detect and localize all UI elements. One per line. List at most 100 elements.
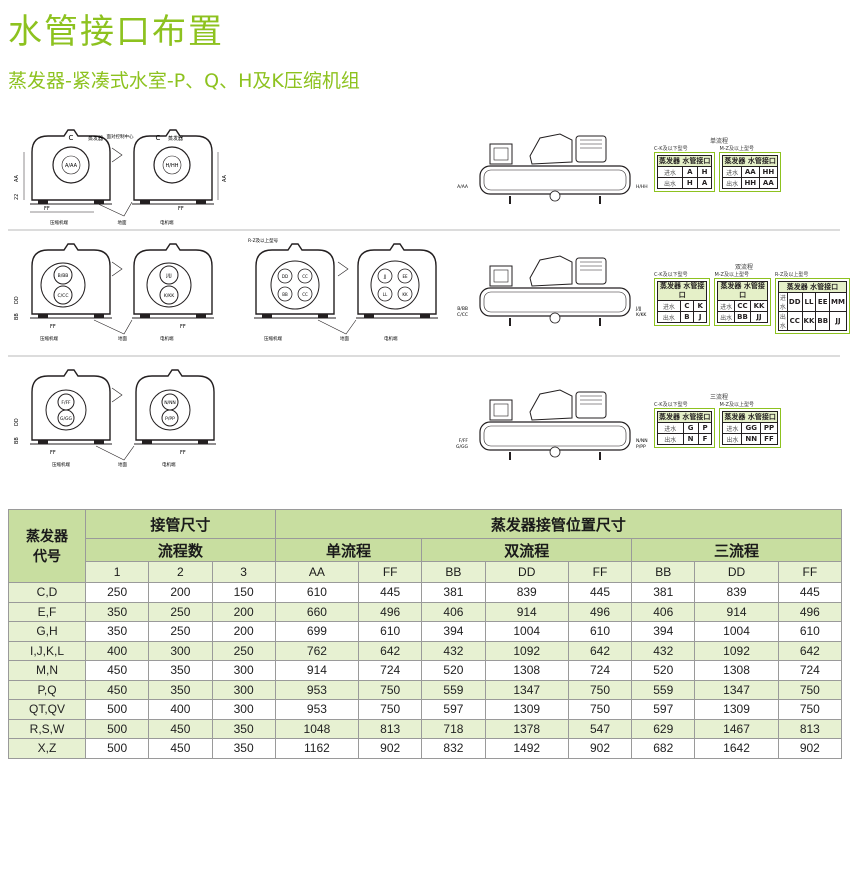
- value-cell: 250: [211, 640, 276, 661]
- leaf-header: 2: [148, 561, 213, 583]
- row3-diagrams: F/FF G/GG N/NN P/PP 压缩机端 地面 电机端 DD BB FF…: [14, 369, 648, 468]
- value-cell: 642: [777, 640, 843, 661]
- value-cell: 250: [84, 582, 150, 603]
- value-cell: 610: [567, 621, 633, 642]
- value-cell: 718: [421, 718, 486, 739]
- svg-text:电机端: 电机端: [384, 335, 398, 342]
- svg-text:电机端: 电机端: [162, 461, 176, 468]
- value-cell: 500: [84, 699, 150, 720]
- value-cell: 750: [777, 679, 843, 700]
- value-cell: 953: [274, 699, 360, 720]
- value-cell: 496: [567, 601, 633, 622]
- value-cell: 1309: [694, 699, 779, 720]
- evaporator-code-cell: P,Q: [8, 679, 86, 700]
- leaf-header: AA: [274, 561, 360, 583]
- svg-text:BB: BB: [14, 437, 20, 444]
- svg-text:BB: BB: [14, 313, 20, 320]
- value-cell: 914: [484, 601, 569, 622]
- svg-text:FF: FF: [180, 450, 186, 456]
- svg-text:AA: AA: [222, 174, 228, 182]
- value-cell: 500: [84, 718, 150, 739]
- value-cell: 496: [358, 601, 423, 622]
- svg-text:G/GG: G/GG: [60, 416, 72, 422]
- value-cell: 300: [211, 660, 276, 681]
- svg-text:电机端: 电机端: [160, 335, 174, 342]
- page-title: 水管接口布置: [8, 12, 224, 52]
- svg-text:B/BB: B/BB: [457, 306, 468, 312]
- value-cell: 597: [631, 699, 696, 720]
- value-cell: 629: [631, 718, 696, 739]
- value-cell: 406: [421, 601, 486, 622]
- svg-text:F/FF: F/FF: [459, 438, 469, 444]
- value-cell: 750: [777, 699, 843, 720]
- evaporator-code-cell: QT,QV: [8, 699, 86, 720]
- value-cell: 914: [694, 601, 779, 622]
- svg-text:FF: FF: [180, 324, 186, 330]
- svg-text:H/HH: H/HH: [636, 184, 648, 190]
- leaf-header: DD: [694, 561, 779, 583]
- svg-text:蒸发器: 蒸发器: [88, 135, 103, 142]
- svg-text:R-Z及以上型号: R-Z及以上型号: [248, 237, 279, 244]
- svg-text:C/CC: C/CC: [58, 293, 69, 299]
- value-cell: 1048: [274, 718, 360, 739]
- value-cell: 394: [421, 621, 486, 642]
- dimension-table: 蒸发器 代号 接管尺寸 蒸发器接管位置尺寸 流程数 单流程 双流程 三流程 1 …: [8, 509, 843, 759]
- leaf-header: FF: [358, 561, 423, 583]
- value-cell: 520: [421, 660, 486, 681]
- value-cell: 559: [631, 679, 696, 700]
- value-cell: 400: [148, 699, 213, 720]
- value-cell: 1004: [484, 621, 569, 642]
- svg-text:EE: EE: [402, 274, 408, 279]
- value-cell: 1642: [694, 738, 779, 759]
- piping-diagrams: A/AA C 蒸发器 H/HH C 蒸发器 面对控制中心 地面 压缩机端 电机端…: [8, 129, 840, 468]
- svg-text:DD: DD: [14, 296, 20, 304]
- value-cell: 432: [631, 640, 696, 661]
- value-cell: 610: [777, 621, 843, 642]
- value-cell: 450: [84, 679, 150, 700]
- value-cell: 394: [631, 621, 696, 642]
- svg-text:C/CC: C/CC: [457, 312, 468, 318]
- svg-text:K/KK: K/KK: [164, 293, 175, 299]
- value-cell: 750: [358, 699, 423, 720]
- value-cell: 724: [777, 660, 843, 681]
- group-size-header: 接管尺寸: [85, 509, 276, 539]
- leaf-header: BB: [421, 561, 486, 583]
- svg-text:C: C: [156, 134, 161, 142]
- value-cell: 1092: [484, 640, 569, 661]
- value-cell: 250: [148, 601, 213, 622]
- value-cell: 902: [567, 738, 633, 759]
- value-cell: 559: [421, 679, 486, 700]
- svg-text:地面: 地面: [118, 335, 127, 342]
- value-cell: 839: [484, 582, 569, 603]
- value-cell: 400: [84, 640, 150, 661]
- svg-text:G/GG: G/GG: [456, 444, 468, 450]
- group-pos-header: 蒸发器接管位置尺寸: [274, 509, 843, 539]
- evaporator-code-cell: X,Z: [8, 738, 86, 759]
- value-cell: 762: [274, 640, 360, 661]
- value-cell: 450: [148, 738, 213, 759]
- svg-text:A/AA: A/AA: [457, 184, 469, 190]
- svg-text:压缩机端: 压缩机端: [264, 335, 282, 342]
- svg-text:地面: 地面: [118, 219, 127, 226]
- svg-text:C: C: [69, 134, 74, 142]
- svg-text:N/NN: N/NN: [636, 438, 648, 444]
- value-cell: 450: [148, 718, 213, 739]
- value-cell: 902: [358, 738, 423, 759]
- value-cell: 445: [358, 582, 423, 603]
- leaf-header: 3: [211, 561, 276, 583]
- value-cell: 642: [358, 640, 423, 661]
- value-cell: 699: [274, 621, 360, 642]
- leaf-header: BB: [631, 561, 696, 583]
- value-cell: 520: [631, 660, 696, 681]
- svg-text:F/FF: F/FF: [61, 400, 71, 406]
- svg-text:地面: 地面: [118, 461, 127, 468]
- value-cell: 200: [148, 582, 213, 603]
- page-subtitle: 蒸发器-紧凑式水室-P、Q、H及K压缩机组: [8, 70, 360, 92]
- three-pass-header: 三流程: [631, 538, 842, 562]
